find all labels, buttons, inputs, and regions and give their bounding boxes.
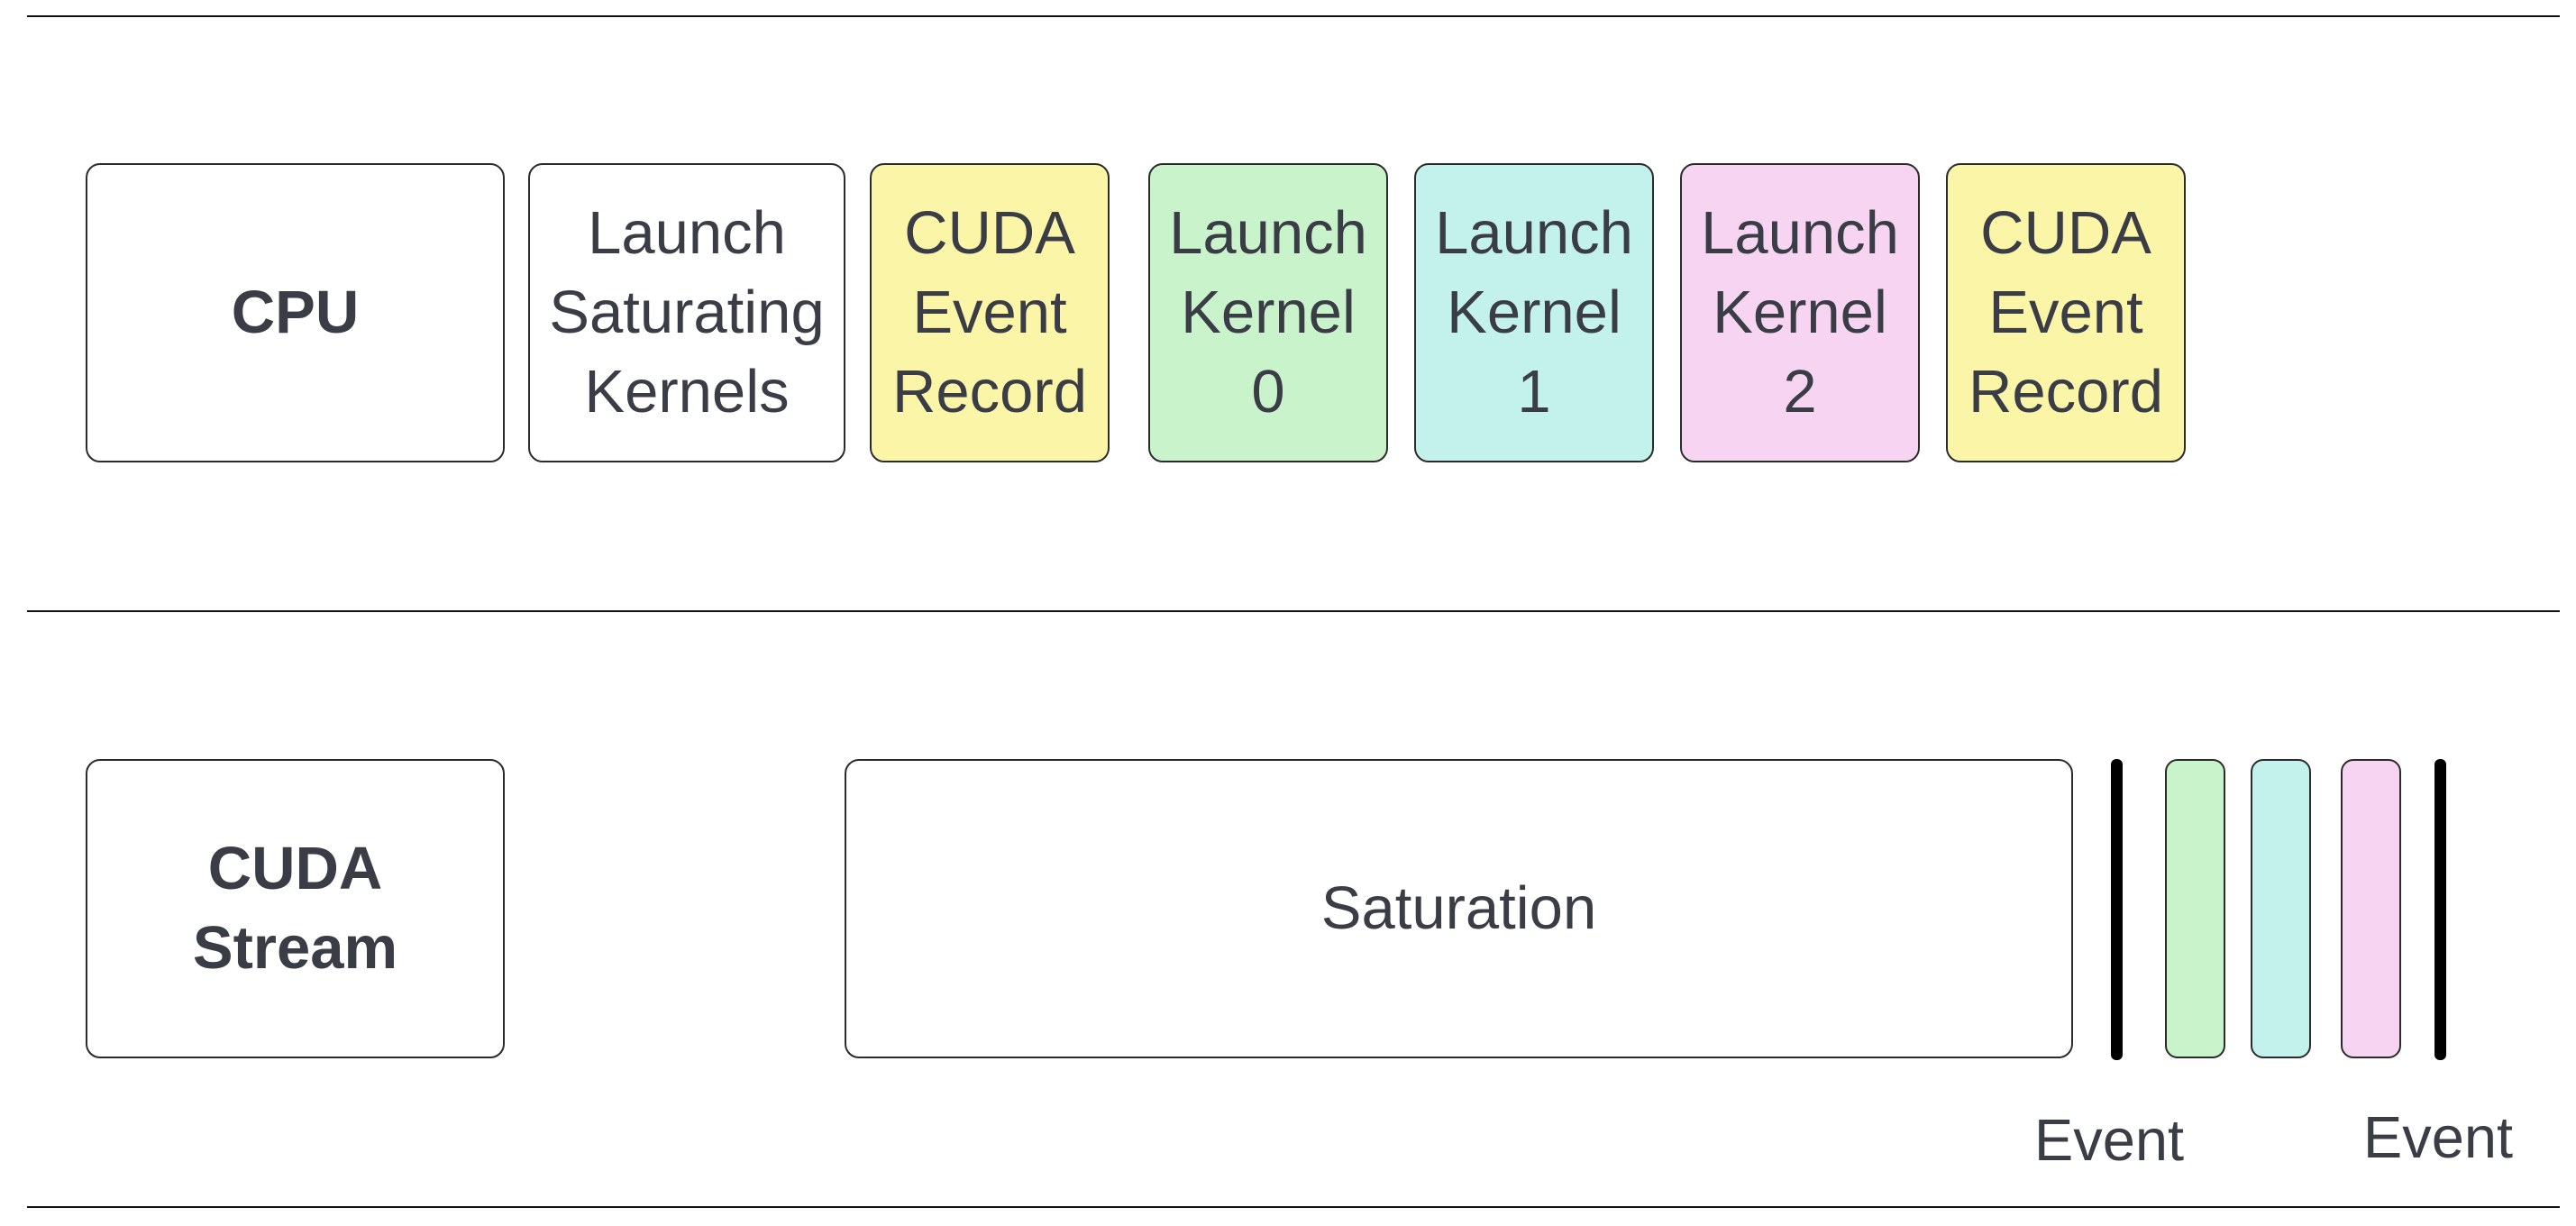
bottom-divider (27, 1206, 2560, 1208)
cpu-lane-label: CPU (86, 163, 505, 462)
kernel-1-bar (2251, 759, 2311, 1058)
cpu-step-launch-kernel-2: Launch Kernel 2 (1680, 163, 1920, 462)
cpu-step-launch-kernel-1: Launch Kernel 1 (1414, 163, 1654, 462)
event-label-start: Event (2033, 1107, 2185, 1173)
cpu-step-cuda-event-record-2: CUDA Event Record (1946, 163, 2186, 462)
cpu-step-launch-saturating-kernels: Launch Saturating Kernels (528, 163, 845, 462)
top-divider (27, 15, 2560, 17)
cpu-step-cuda-event-record-1: CUDA Event Record (870, 163, 1110, 462)
event-marker-end (2434, 759, 2446, 1060)
kernel-2-bar (2341, 759, 2401, 1058)
cuda-stream-lane-label: CUDA Stream (86, 759, 505, 1058)
middle-divider (27, 610, 2560, 612)
event-marker-start (2111, 759, 2123, 1060)
event-label-end: Event (2362, 1104, 2514, 1170)
saturation-block: Saturation (845, 759, 2073, 1058)
cpu-step-launch-kernel-0: Launch Kernel 0 (1148, 163, 1388, 462)
kernel-0-bar (2165, 759, 2225, 1058)
